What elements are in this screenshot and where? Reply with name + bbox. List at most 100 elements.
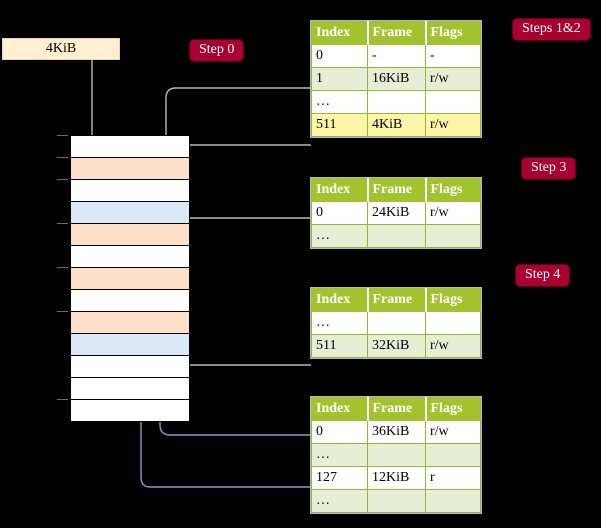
table-cell-flags [425, 90, 481, 114]
table-cell-flags: r [425, 466, 481, 490]
column-header-index: Index [311, 397, 368, 421]
column-header-flags: Flags [424, 178, 481, 202]
table-cell-flags [425, 443, 481, 467]
table-cell-flags [425, 224, 481, 248]
table-cell-frame: 36KiB [367, 420, 426, 444]
memory-scale-tick [57, 399, 68, 400]
table-cell-flags: r/w [425, 113, 481, 137]
memory-frame-cell [70, 311, 190, 334]
table-cell-index: 511 [311, 334, 368, 358]
table-header-row: Index Frame Flags [311, 397, 481, 421]
table-cell-index: … [311, 443, 368, 467]
table-cell-flags: - [425, 44, 481, 68]
column-header-frame: Frame [366, 21, 426, 45]
memory-frame-cell [70, 289, 190, 312]
table-cell-frame: 4KiB [367, 113, 426, 137]
badge-steps-1-2: Steps 1&2 [513, 19, 590, 40]
memory-frame-cell [70, 179, 190, 202]
memory-frame-cell [70, 223, 190, 246]
table-cell-index: … [311, 311, 368, 335]
memory-frame-cell [70, 245, 190, 268]
table-cell-index: 1 [311, 67, 368, 91]
table-cell-frame [367, 90, 426, 114]
table-cell-index: 0 [311, 44, 368, 68]
memory-scale-tick [57, 267, 68, 268]
memory-scale-tick [57, 179, 68, 180]
table-cell-frame: 12KiB [367, 466, 426, 490]
memory-scale-tick [57, 223, 68, 224]
table-row: … [311, 489, 481, 513]
table-header-row: Index Frame Flags [311, 178, 481, 202]
column-header-frame: Frame [366, 397, 426, 421]
memory-scale-tick [57, 157, 68, 158]
table-cell-frame [367, 443, 426, 467]
table-row: … [311, 90, 481, 114]
memory-frame-cell [70, 157, 190, 180]
wire-t1row511-to-mem [167, 144, 311, 242]
table-cell-frame: 16KiB [367, 67, 426, 91]
table-row: … [311, 224, 481, 248]
column-header-flags: Flags [424, 288, 481, 312]
table-row: … [311, 443, 481, 467]
memory-scale-tick [57, 135, 68, 136]
table-cell-flags: r/w [425, 334, 481, 358]
table-row: … [311, 311, 481, 335]
table-row: 0-- [311, 44, 481, 68]
table-header-row: Index Frame Flags [311, 21, 481, 45]
column-header-index: Index [311, 21, 368, 45]
table-cell-frame: 32KiB [367, 334, 426, 358]
memory-frame-cell [70, 377, 190, 400]
table-cell-index: 0 [311, 201, 368, 225]
table-cell-index: … [311, 224, 368, 248]
physical-memory-column [57, 135, 190, 434]
column-header-frame: Frame [366, 288, 426, 312]
table-cell-index: 0 [311, 420, 368, 444]
column-header-index: Index [311, 288, 368, 312]
table-cell-index: … [311, 90, 368, 114]
memory-scale-tick [57, 311, 68, 312]
table-cell-flags: r/w [425, 420, 481, 444]
column-header-flags: Flags [424, 21, 481, 45]
memory-frame-cell [70, 135, 190, 158]
badge-step-0: Step 0 [190, 40, 244, 61]
badge-step-3: Step 3 [522, 158, 576, 179]
table-cell-flags: r/w [425, 67, 481, 91]
table-cell-flags: r/w [425, 201, 481, 225]
badge-step-4: Step 4 [516, 265, 570, 286]
virtual-address-box: 4KiB [2, 38, 120, 60]
table-header-row: Index Frame Flags [311, 288, 481, 312]
table-cell-flags [425, 489, 481, 513]
wire-t2row0-to-mem [171, 217, 311, 265]
table-cell-index: … [311, 489, 368, 513]
wire-t3row511-to-mem [173, 325, 311, 366]
table-cell-frame: 24KiB [367, 201, 426, 225]
column-header-frame: Frame [366, 178, 426, 202]
table-cell-frame [367, 224, 426, 248]
memory-frame-cell [70, 267, 190, 290]
table-cell-frame [367, 311, 426, 335]
table-cell-flags [425, 311, 481, 335]
column-header-flags: Flags [424, 397, 481, 421]
memory-frame-cell [70, 333, 190, 356]
column-header-index: Index [311, 178, 368, 202]
table-cell-frame: - [367, 44, 426, 68]
table-cell-frame [367, 489, 426, 513]
table-cell-index: 127 [311, 466, 368, 490]
memory-frame-cell [70, 201, 190, 224]
table-cell-index: 511 [311, 113, 368, 137]
